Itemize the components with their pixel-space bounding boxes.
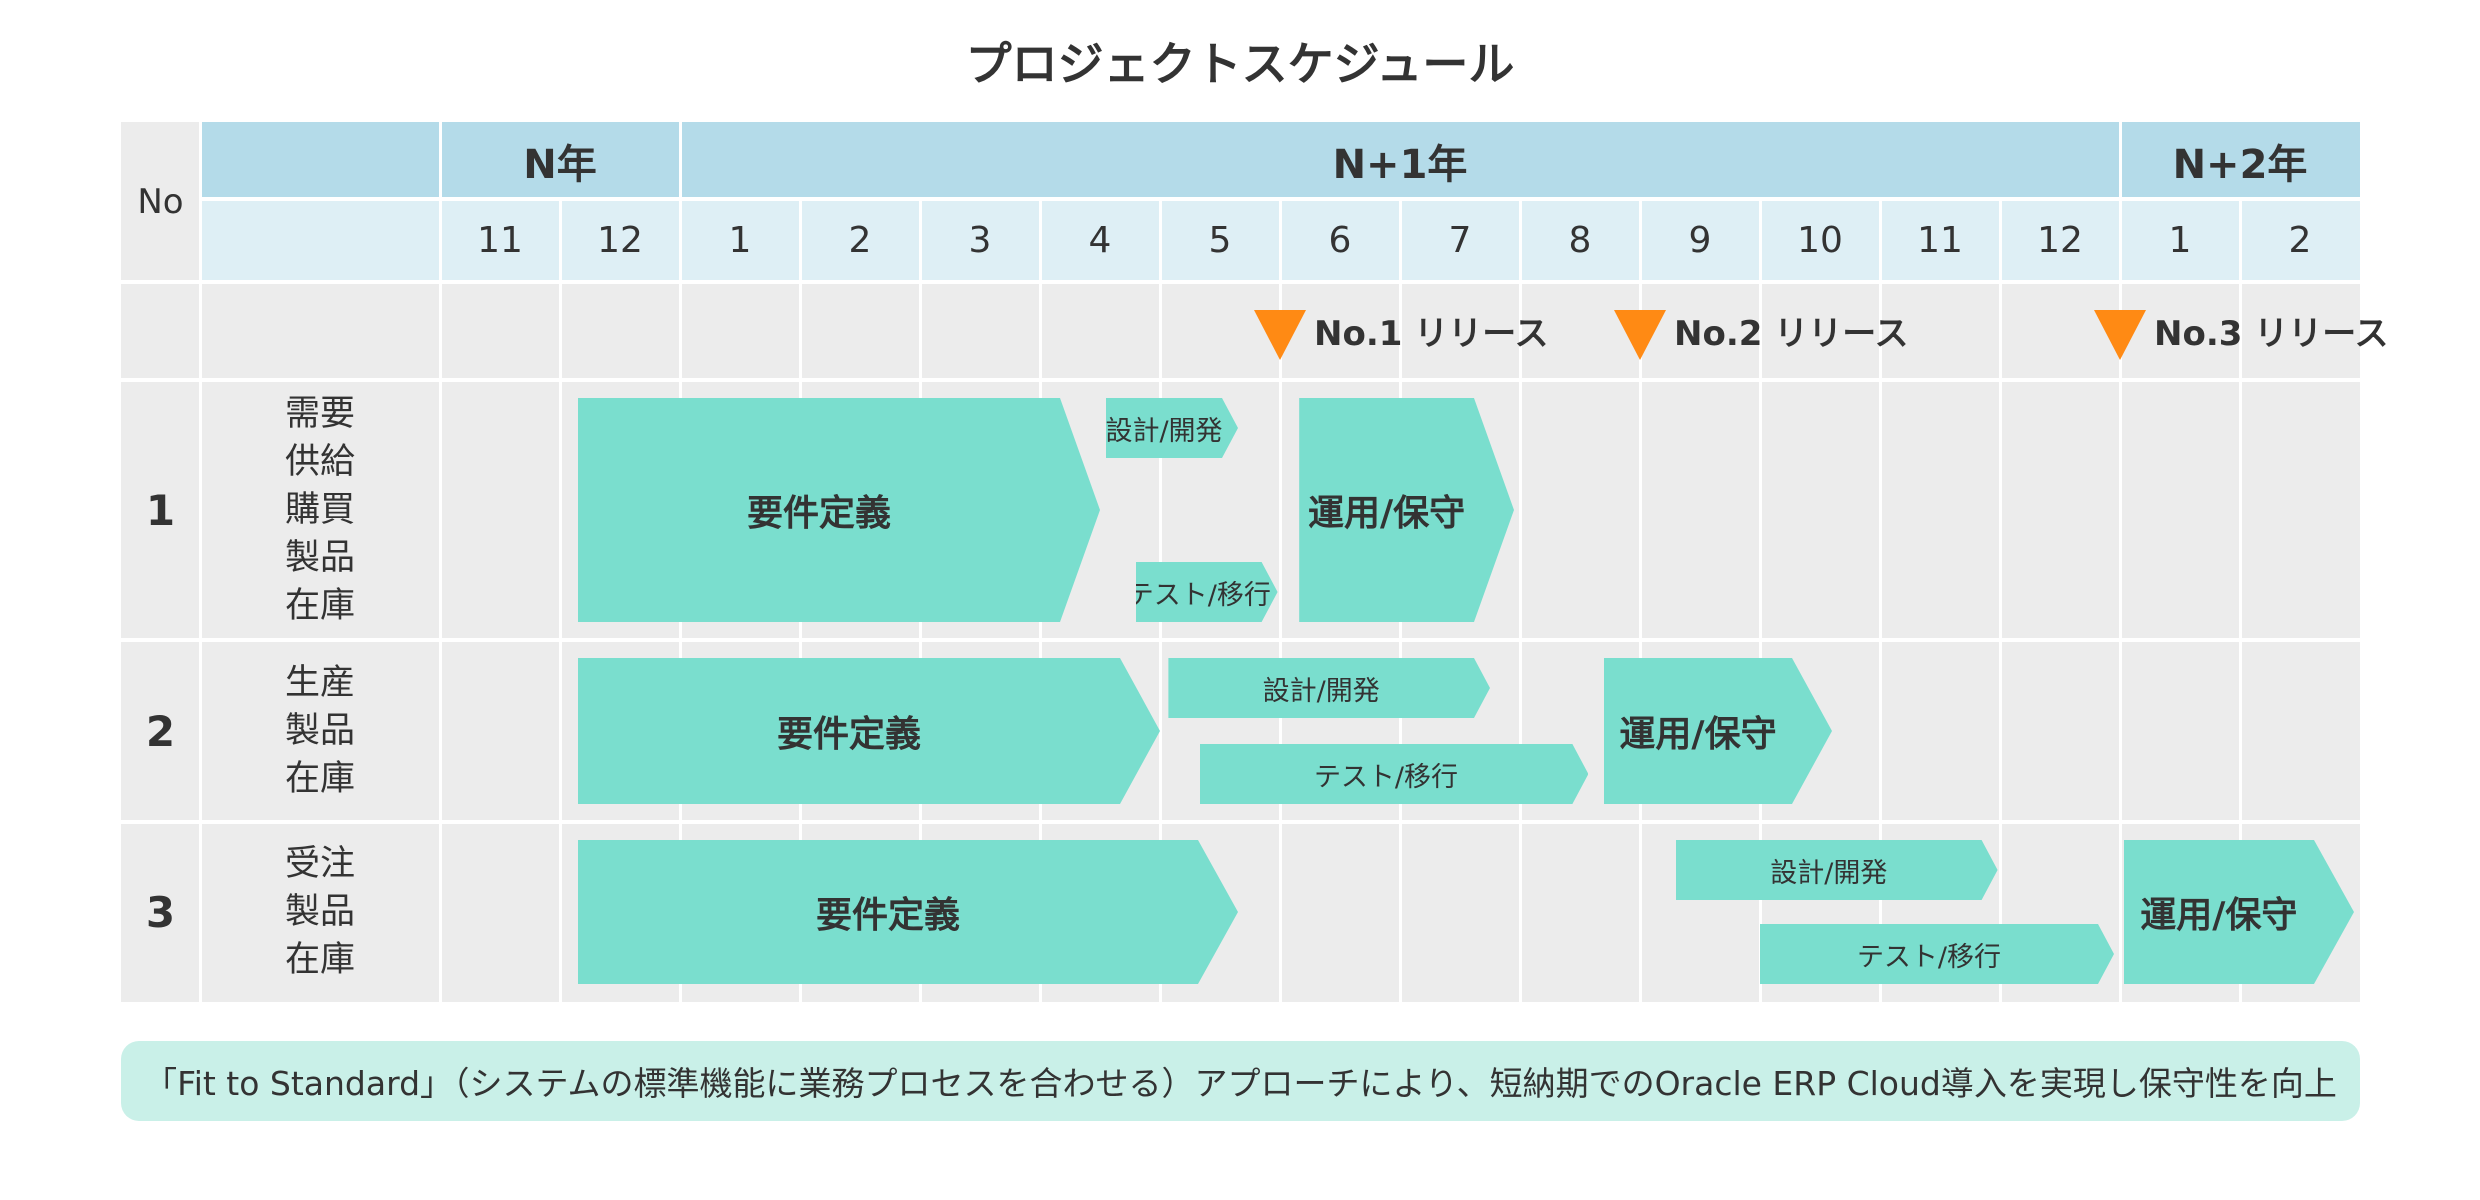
release-label: No.3 リリース xyxy=(2154,313,2389,354)
grid-vertical-line xyxy=(1639,199,1642,1002)
grid-vertical-line xyxy=(559,199,562,1002)
row-number: 2 xyxy=(145,706,176,756)
grid-vertical-line xyxy=(2119,122,2122,1002)
month-header: 11 xyxy=(440,199,560,282)
scope-item: 供給 xyxy=(284,442,355,482)
grid-horizontal-line xyxy=(200,197,2360,201)
grid-vertical-line xyxy=(199,122,202,1002)
release-marker: No.2 リリース xyxy=(1614,300,1909,360)
scope-item: 在庫 xyxy=(284,586,355,626)
row-scope: 生産製品在庫 xyxy=(200,640,440,822)
scope-item: 製品 xyxy=(284,892,355,932)
row-scope: 受注製品在庫 xyxy=(200,822,440,1002)
grid-vertical-line xyxy=(2239,199,2242,1002)
month-header: 8 xyxy=(1520,199,1640,282)
month-header: 10 xyxy=(1760,199,1880,282)
grid-horizontal-line xyxy=(121,638,2360,642)
month-header: 5 xyxy=(1160,199,1280,282)
month-header: 12 xyxy=(2000,199,2120,282)
row-scope: 需要供給購買製品在庫 xyxy=(200,380,440,640)
month-header: 2 xyxy=(800,199,920,282)
month-header: 3 xyxy=(920,199,1040,282)
release-triangle-icon xyxy=(2094,310,2146,360)
grid-vertical-line xyxy=(1279,199,1282,1002)
grid-vertical-line xyxy=(1759,199,1762,1002)
grid-vertical-line xyxy=(439,122,442,1002)
grid-horizontal-line xyxy=(121,820,2360,824)
month-header: 7 xyxy=(1400,199,1520,282)
release-marker: No.3 リリース xyxy=(2094,300,2389,360)
release-triangle-icon xyxy=(1614,310,1666,360)
grid-vertical-line xyxy=(1879,199,1882,1002)
year-header-1: N年 xyxy=(440,122,680,199)
scope-item: 在庫 xyxy=(284,759,355,799)
month-header: 6 xyxy=(1280,199,1400,282)
scope-item: 購買 xyxy=(284,490,355,530)
grid-horizontal-line xyxy=(121,378,2360,382)
grid-horizontal-line xyxy=(121,280,2360,284)
scope-header-bottom xyxy=(200,199,440,282)
task-bar-top: 設計/開発 xyxy=(1168,658,1490,718)
task-bar-phase: 運用/保守 xyxy=(2124,840,2354,984)
diagram-title: プロジェクトスケジュール xyxy=(965,37,1515,91)
scope-item: 製品 xyxy=(284,711,355,751)
release-label: No.2 リリース xyxy=(1674,313,1909,354)
month-header: 4 xyxy=(1040,199,1160,282)
no-column-header: No xyxy=(121,122,200,282)
task-bar-top: 設計/開発 xyxy=(1676,840,1998,900)
task-bar-phase: 要件定義 xyxy=(578,398,1100,622)
year-header-2: N+1年 xyxy=(680,122,2120,199)
grid-body-background xyxy=(121,282,2360,1002)
scope-item: 需要 xyxy=(284,394,355,434)
scope-header-top xyxy=(200,122,440,199)
grid-vertical-line xyxy=(1999,199,2002,1002)
row-number: 1 xyxy=(145,485,176,535)
task-bar-bottom: テスト/移行 xyxy=(1760,924,2114,984)
release-triangle-icon xyxy=(1254,310,1306,360)
grid-vertical-line xyxy=(1519,199,1522,1002)
month-header: 9 xyxy=(1640,199,1760,282)
month-header: 12 xyxy=(560,199,680,282)
month-header: 1 xyxy=(2120,199,2240,282)
row-number: 3 xyxy=(145,887,176,937)
month-header: 11 xyxy=(1880,199,2000,282)
release-marker: No.1 リリース xyxy=(1254,300,1549,360)
year-header-3: N+2年 xyxy=(2120,122,2360,199)
release-label: No.1 リリース xyxy=(1314,313,1549,354)
task-bar-phase: 要件定義 xyxy=(578,840,1238,984)
footnote-banner: 「Fit to Standard」（システムの標準機能に業務プロセスを合わせる）… xyxy=(121,1041,2360,1121)
task-bar-bottom: テスト/移行 xyxy=(1200,744,1589,804)
scope-item: 生産 xyxy=(284,663,355,703)
task-bar-phase: 要件定義 xyxy=(578,658,1160,804)
task-bar-phase: 運用/保守 xyxy=(1299,398,1514,622)
task-bar-phase: 運用/保守 xyxy=(1604,658,1832,804)
month-header: 1 xyxy=(680,199,800,282)
month-header: 2 xyxy=(2240,199,2360,282)
scope-item: 在庫 xyxy=(284,940,355,980)
scope-item: 製品 xyxy=(284,538,355,578)
task-bar-top: 設計/開発 xyxy=(1106,398,1238,458)
task-bar-bottom: テスト/移行 xyxy=(1136,562,1278,622)
scope-item: 受注 xyxy=(284,844,355,884)
